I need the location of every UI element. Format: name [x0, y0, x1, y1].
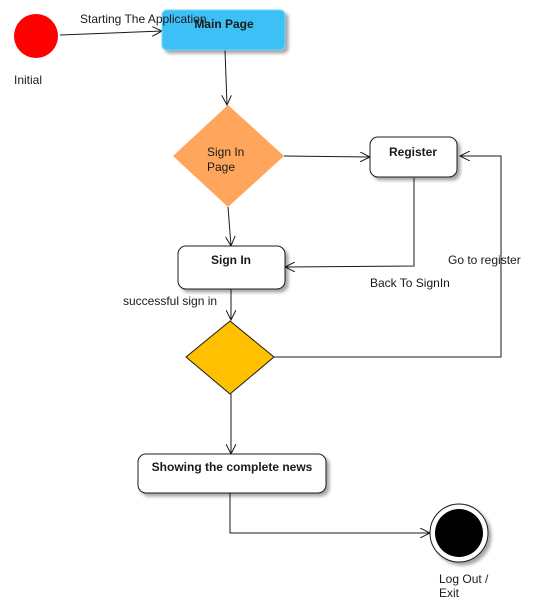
- initial-label: Initial: [14, 73, 42, 87]
- arrow-signin-page-to-signin: [228, 206, 231, 246]
- signin-page-label-line1: Sign In: [207, 145, 244, 159]
- go-to-register-label: Go to register: [448, 253, 521, 267]
- signin-node[interactable]: [177, 245, 286, 290]
- news-node[interactable]: [137, 453, 327, 494]
- decision-node[interactable]: [185, 320, 275, 395]
- final-node-core: [435, 509, 483, 557]
- arrow-decision-to-register: [274, 156, 502, 358]
- arrow-initial-to-main: [59, 31, 162, 35]
- successful-signin-label: successful sign in: [123, 294, 217, 308]
- main-page-label: Main Page: [194, 17, 254, 31]
- start-transition-label: Starting The Application: [80, 12, 207, 26]
- main-page-node[interactable]: [161, 9, 286, 51]
- final-label-line2: Exit: [439, 586, 460, 600]
- signin-label: Sign In: [211, 253, 251, 267]
- arrow-main-to-signin-page: [225, 49, 227, 105]
- initial-node[interactable]: [14, 14, 58, 58]
- arrow-register-back-to-signin: [285, 178, 415, 267]
- final-label-line1: Log Out /: [439, 572, 489, 586]
- arrow-news-to-final: [229, 493, 430, 533]
- register-node[interactable]: [369, 136, 458, 178]
- signin-page-node[interactable]: [173, 105, 284, 207]
- signin-page-label-line2: Page: [207, 160, 235, 174]
- back-to-signin-label: Back To SignIn: [370, 276, 450, 290]
- arrow-signin-page-to-register: [283, 156, 370, 157]
- register-label: Register: [389, 145, 437, 159]
- news-label: Showing the complete news: [152, 460, 313, 474]
